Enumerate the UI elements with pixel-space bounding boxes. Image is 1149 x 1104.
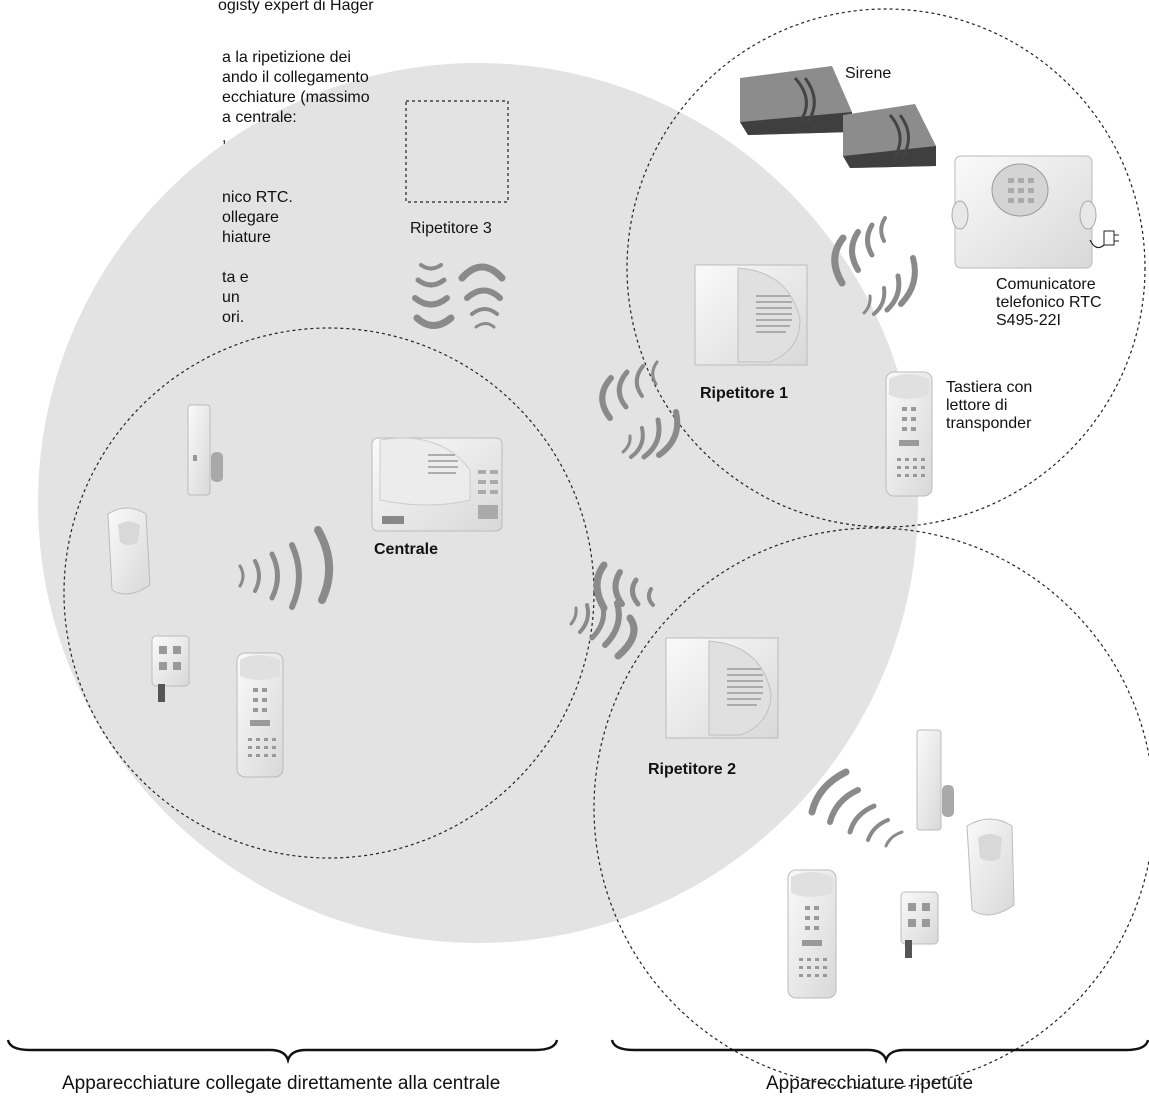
central-unit-device xyxy=(371,437,503,532)
communicator-label-line1: Comunicatore xyxy=(996,276,1096,293)
intro-text-line: a la ripetizione dei xyxy=(222,49,351,66)
communicator-label-line2: telefonico RTC xyxy=(996,294,1102,311)
keypad-device xyxy=(236,652,284,778)
wave-icon xyxy=(412,263,506,329)
wave-icon xyxy=(808,768,904,848)
keypad-transponder-label-line1: Tastiera con xyxy=(946,379,1033,396)
intro-text-line: ta e xyxy=(222,269,249,286)
communicator-label-line3: S495-22I xyxy=(996,312,1061,329)
wave-icon xyxy=(599,360,681,460)
intro-text-line: ando il collegamento xyxy=(222,69,369,86)
intro-text-line: nico RTC. xyxy=(222,189,293,206)
repeater-device xyxy=(694,264,808,366)
keypad-device xyxy=(787,869,837,999)
keypad-transponder-label-line2: lettore di xyxy=(946,397,1008,414)
motion-detector-device xyxy=(107,507,151,595)
central-zone-circle xyxy=(63,327,595,859)
door-contact-device xyxy=(187,404,223,496)
keypad-transponder-label-line3: transponder xyxy=(946,415,1032,432)
intro-text-line: ecchiature (massimo xyxy=(222,89,370,106)
right-brace xyxy=(610,1039,1149,1065)
intro-text-line: hiature xyxy=(222,229,271,246)
repeater-device xyxy=(665,637,779,739)
wave-icon xyxy=(569,561,655,660)
motion-detector-device xyxy=(966,818,1015,916)
repeater2-zone-circle xyxy=(593,527,1149,1089)
wave-icon xyxy=(238,526,334,610)
sirens-label: Sirene xyxy=(845,65,892,82)
door-contact-device xyxy=(916,729,954,831)
repeater3-label: Ripetitore 3 xyxy=(410,220,492,237)
caption-repeated-devices: Apparecchiature ripetute xyxy=(766,1073,974,1094)
repeater3-placeholder xyxy=(405,100,509,203)
repeater1-label: Ripetitore 1 xyxy=(700,385,789,402)
intro-text-line: a centrale: xyxy=(222,109,297,126)
intro-text-line: ogisty expert di Hager xyxy=(218,0,374,14)
siren-device xyxy=(843,104,936,168)
siren-device xyxy=(740,66,852,135)
repeater1-zone-circle xyxy=(626,8,1146,528)
caption-direct-devices: Apparecchiature collegate direttamente a… xyxy=(62,1073,501,1094)
left-brace xyxy=(6,1039,559,1065)
intro-text-line: un xyxy=(222,289,240,306)
wave-icon xyxy=(831,216,918,316)
intro-text-line: , xyxy=(222,129,227,146)
keypad-device xyxy=(885,371,933,497)
central-label: Centrale xyxy=(374,541,439,558)
remote-control-device xyxy=(151,635,190,702)
intro-text-line: ollegare xyxy=(222,209,279,226)
intro-text-line: ori. xyxy=(222,309,245,326)
telephone-communicator-device xyxy=(951,155,1119,269)
repeater2-label: Ripetitore 2 xyxy=(648,761,737,778)
remote-control-device xyxy=(900,891,939,958)
